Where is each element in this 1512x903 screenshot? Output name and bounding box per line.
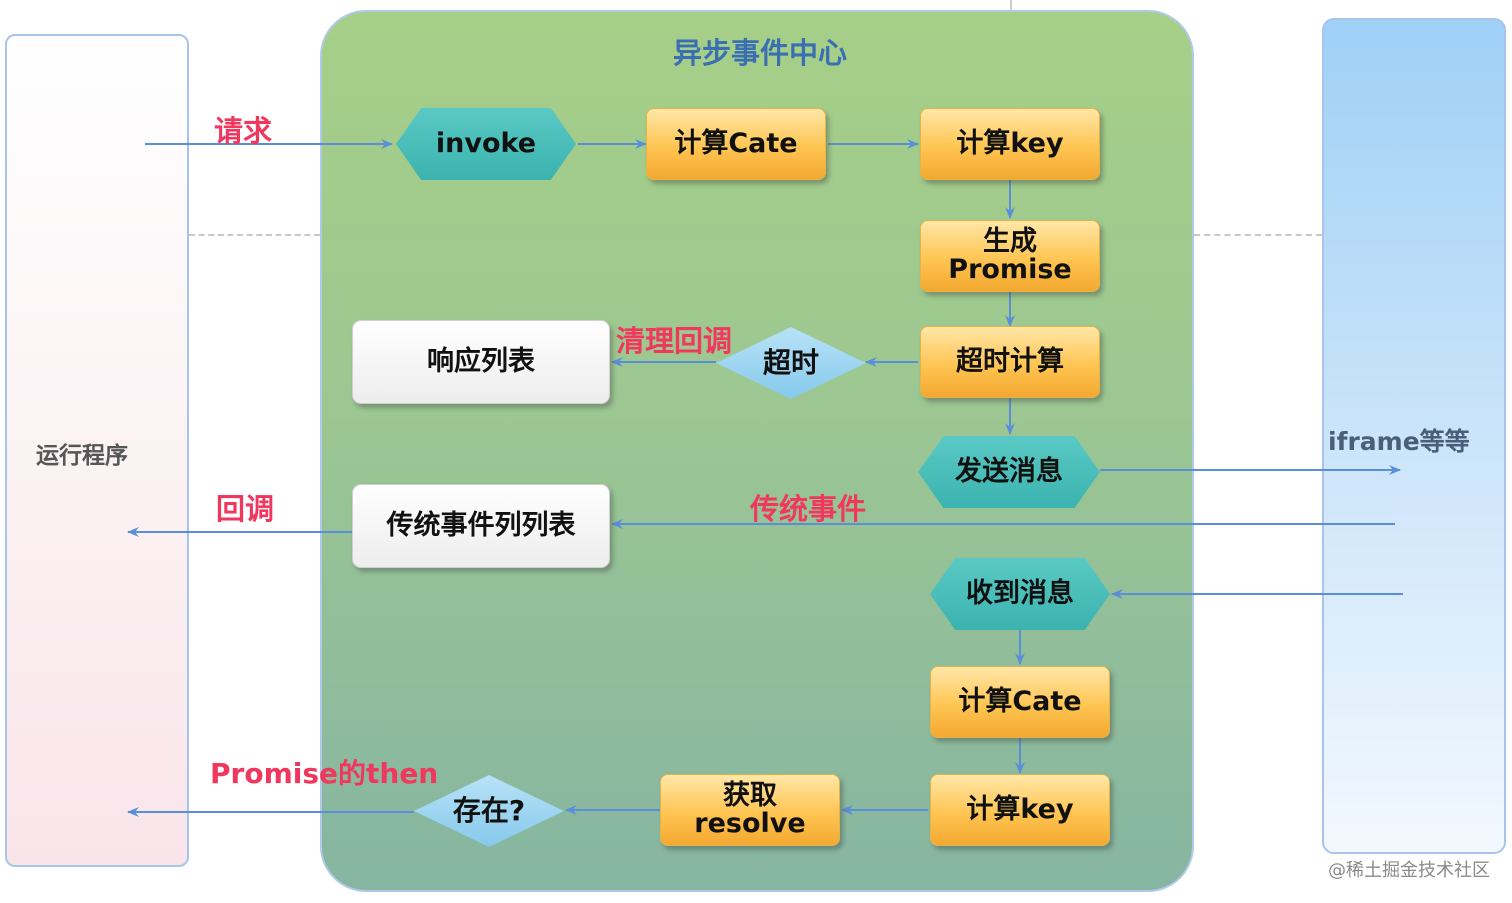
node-calc-cate-1: 计算Cate (646, 108, 826, 180)
divider-right (1194, 234, 1322, 236)
lane-iframe (1322, 18, 1506, 854)
node-response-list: 响应列表 (352, 320, 610, 404)
node-send-message: 发送消息 (918, 436, 1100, 508)
node-get-resolve: 获取 resolve (660, 774, 840, 846)
lane-iframe-label: iframe等等 (1328, 427, 1470, 456)
node-get-resolve-line2: resolve (694, 808, 806, 839)
node-generate-promise-line1: 生成 (983, 225, 1037, 257)
node-generate-promise: 生成 Promise (920, 220, 1100, 292)
node-timeout-calc: 超时计算 (920, 326, 1100, 398)
label-traditional-event: 传统事件 (750, 492, 867, 526)
node-receive-message: 收到消息 (930, 558, 1110, 630)
lane-runtime-label: 运行程序 (36, 443, 128, 469)
label-cleanup-callback: 清理回调 (616, 324, 733, 358)
label-promise-then: Promise的then (210, 757, 439, 790)
watermark: @稀土掘金技术社区 (1328, 860, 1490, 881)
diagram-title: 异步事件中心 (672, 36, 847, 70)
node-invoke: invoke (396, 108, 576, 180)
label-request: 请求 (214, 114, 273, 148)
divider-left (189, 234, 320, 236)
node-calc-cate-2: 计算Cate (930, 666, 1110, 738)
node-get-resolve-line1: 获取 (723, 779, 777, 811)
node-calc-key-2: 计算key (930, 774, 1110, 846)
node-generate-promise-line2: Promise (948, 254, 1072, 285)
lane-runtime (5, 34, 189, 867)
node-traditional-event-list: 传统事件列列表 (352, 484, 610, 568)
divider-top (1010, 0, 1012, 10)
node-calc-key-1: 计算key (920, 108, 1100, 180)
label-callback: 回调 (216, 492, 275, 526)
